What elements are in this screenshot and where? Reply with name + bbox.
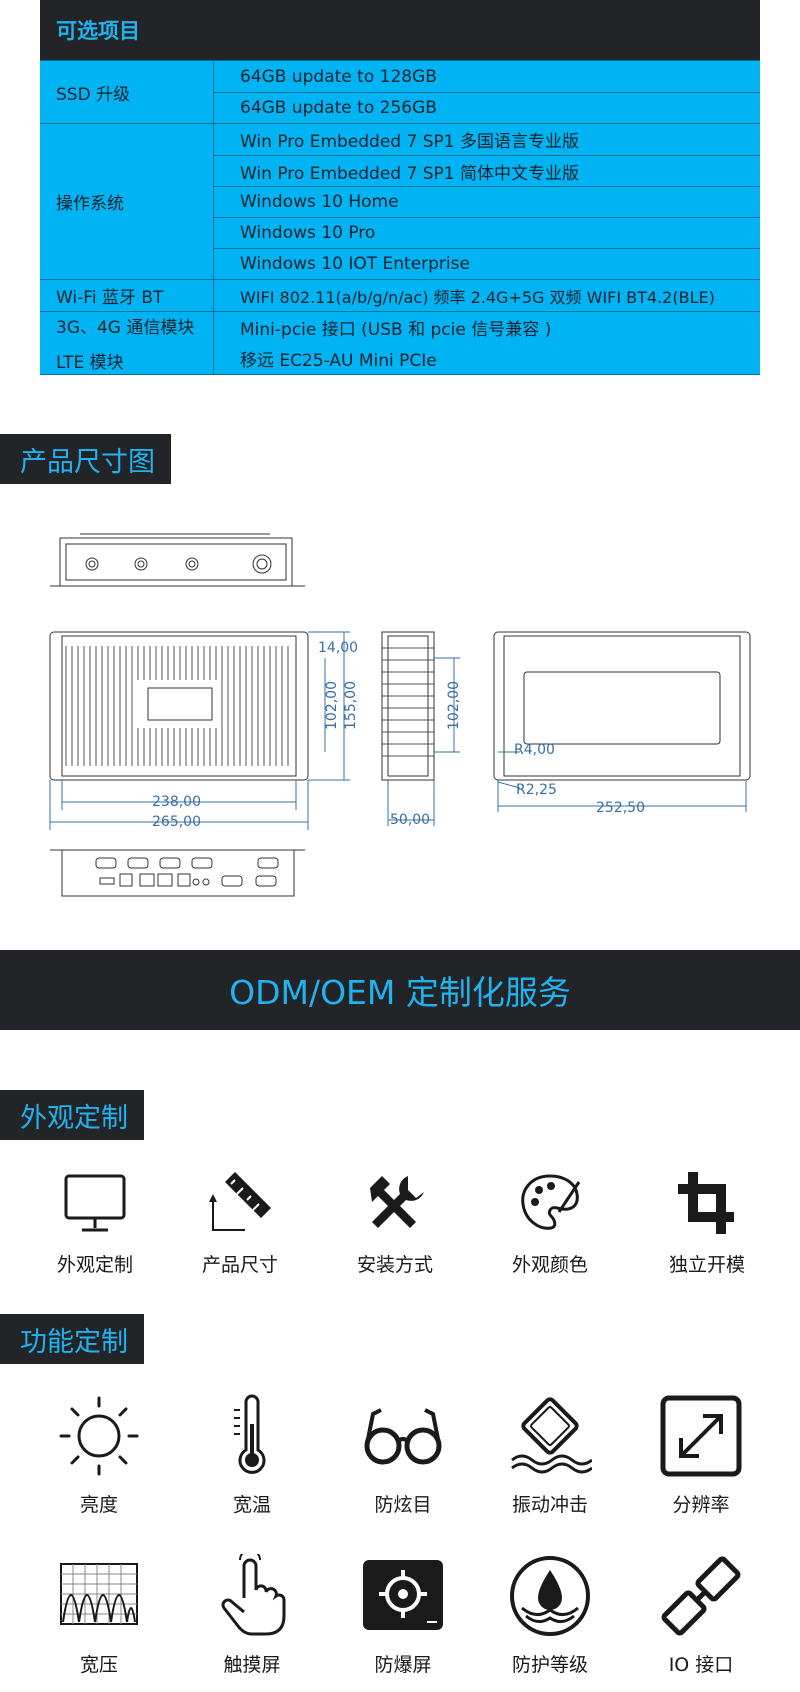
option-category-label: 操作系统 [56,194,124,214]
dim-label: 102,00 [446,681,462,730]
appearance-item: 外观定制 [25,1168,165,1277]
function-item-label: IO 接口 [668,1654,734,1676]
option-category: SSD 升级 [40,61,214,123]
function-item-label: 防炫目 [374,1494,432,1516]
section-label-dimensions: 产品尺寸图 [0,434,171,484]
dim-label: 265,00 [152,814,201,830]
option-item: Windows 10 Home [214,186,760,217]
appearance-item-label: 外观定制 [56,1254,133,1276]
option-item: Mini-pcie 接口 (USB 和 pcie 信号兼容 ) [240,320,552,340]
option-item: Windows 10 Pro [214,217,760,248]
section-label-function: 功能定制 [0,1314,144,1364]
banner-title: ODM/OEM 定制化服务 [229,973,571,1012]
target-icon [363,1560,443,1630]
options-table: 可选项目 SSD 升级 64GB update to 128GB 64GB up… [40,0,760,375]
function-item: 宽压 [29,1554,169,1677]
option-category: 操作系统 [40,124,214,279]
dim-label: 252,50 [596,800,645,816]
tools-icon [370,1176,424,1228]
dim-label: 14,00 [318,640,358,656]
option-group-os: 操作系统 Win Pro Embedded 7 SP1 多国语言专业版 Win … [40,123,760,279]
appearance-item-label: 外观颜色 [511,1254,588,1276]
function-item-label: 宽温 [232,1494,271,1516]
options-header: 可选项目 [40,0,760,60]
glasses-icon [364,1408,442,1465]
appearance-item: 独立开模 [637,1168,777,1277]
option-item: 移远 EC25-AU Mini PCIe [240,351,437,371]
function-item: 触摸屏 [182,1554,322,1677]
function-item: 振动冲击 [480,1394,620,1517]
function-item: 防炫目 [333,1394,473,1517]
option-group-wifi: Wi-Fi 蓝牙 BT WIFI 802.11(a/b/g/n/ac) 频率 2… [40,279,760,311]
appearance-item: 外观颜色 [480,1168,620,1277]
option-item: Windows 10 IOT Enterprise [214,248,760,279]
touch-icon [221,1554,286,1636]
palette-icon [521,1174,581,1230]
section-title: 外观定制 [20,1102,128,1134]
option-item: WIFI 802.11(a/b/g/n/ac) 频率 2.4G+5G 双频 WI… [240,287,715,307]
function-item-label: 分辨率 [672,1494,730,1516]
odm-oem-banner: ODM/OEM 定制化服务 [0,950,800,1030]
option-item: 64GB update to 256GB [214,92,760,123]
ruler-icon [209,1172,271,1231]
function-item-label: 防爆屏 [374,1654,432,1676]
dim-label: R2,25 [516,782,557,798]
appearance-item-label: 独立开模 [668,1254,745,1276]
dim-label: 238,00 [152,794,201,810]
thermometer-icon [234,1394,266,1474]
crop-icon [678,1172,734,1234]
appearance-item: 产品尺寸 [170,1168,310,1277]
dim-label: 155,00 [343,681,359,730]
section-title: 功能定制 [20,1326,128,1358]
waveform-icon [60,1563,138,1625]
function-item-label: 振动冲击 [511,1494,588,1516]
vibration-icon [511,1397,592,1474]
function-item-label: 亮度 [79,1494,118,1516]
dim-label: 50,00 [390,812,430,828]
option-group-lte: 3G、4G 通信模块 LTE 模块 Mini-pcie 接口 (USB 和 pc… [40,311,760,375]
appearance-item: 安装方式 [325,1168,465,1277]
option-group-ssd: SSD 升级 64GB update to 128GB 64GB update … [40,60,760,123]
dim-label: R4,00 [514,742,555,758]
function-item: 分辨率 [631,1394,771,1517]
function-item: 防护等级 [480,1554,620,1677]
function-item: IO 接口 [631,1554,771,1677]
connector-icon [661,1556,741,1636]
resize-icon [660,1395,742,1477]
option-category-label: LTE 模块 [56,353,124,373]
function-item: 宽温 [182,1394,322,1517]
function-item-label: 防护等级 [511,1654,588,1676]
monitor-icon [64,1174,126,1232]
option-category-label: Wi-Fi 蓝牙 BT [56,288,164,308]
section-title: 产品尺寸图 [20,446,155,478]
water-drop-icon [510,1556,590,1636]
option-category: Wi-Fi 蓝牙 BT [40,280,214,311]
option-category-label: 3G、4G 通信模块 [56,318,195,338]
option-item: Win Pro Embedded 7 SP1 多国语言专业版 [240,132,579,152]
appearance-item-label: 安装方式 [356,1254,433,1276]
option-item: 64GB update to 128GB [240,66,437,87]
sun-icon [59,1396,139,1476]
option-item: Win Pro Embedded 7 SP1 简体中文专业版 [214,155,760,186]
option-category-label: SSD 升级 [56,84,131,105]
dim-label: 102,00 [324,681,340,730]
function-item-label: 触摸屏 [223,1654,281,1676]
section-label-appearance: 外观定制 [0,1090,144,1140]
function-item-label: 宽压 [79,1654,118,1676]
appearance-item-label: 产品尺寸 [201,1254,278,1276]
option-category: 3G、4G 通信模块 LTE 模块 [40,312,214,374]
function-item: 防爆屏 [333,1554,473,1677]
options-header-title: 可选项目 [56,19,140,43]
dimension-drawing: 14,00 102,00 155,00 102,00 238,00 265,00… [49,533,751,897]
function-item: 亮度 [29,1394,169,1517]
